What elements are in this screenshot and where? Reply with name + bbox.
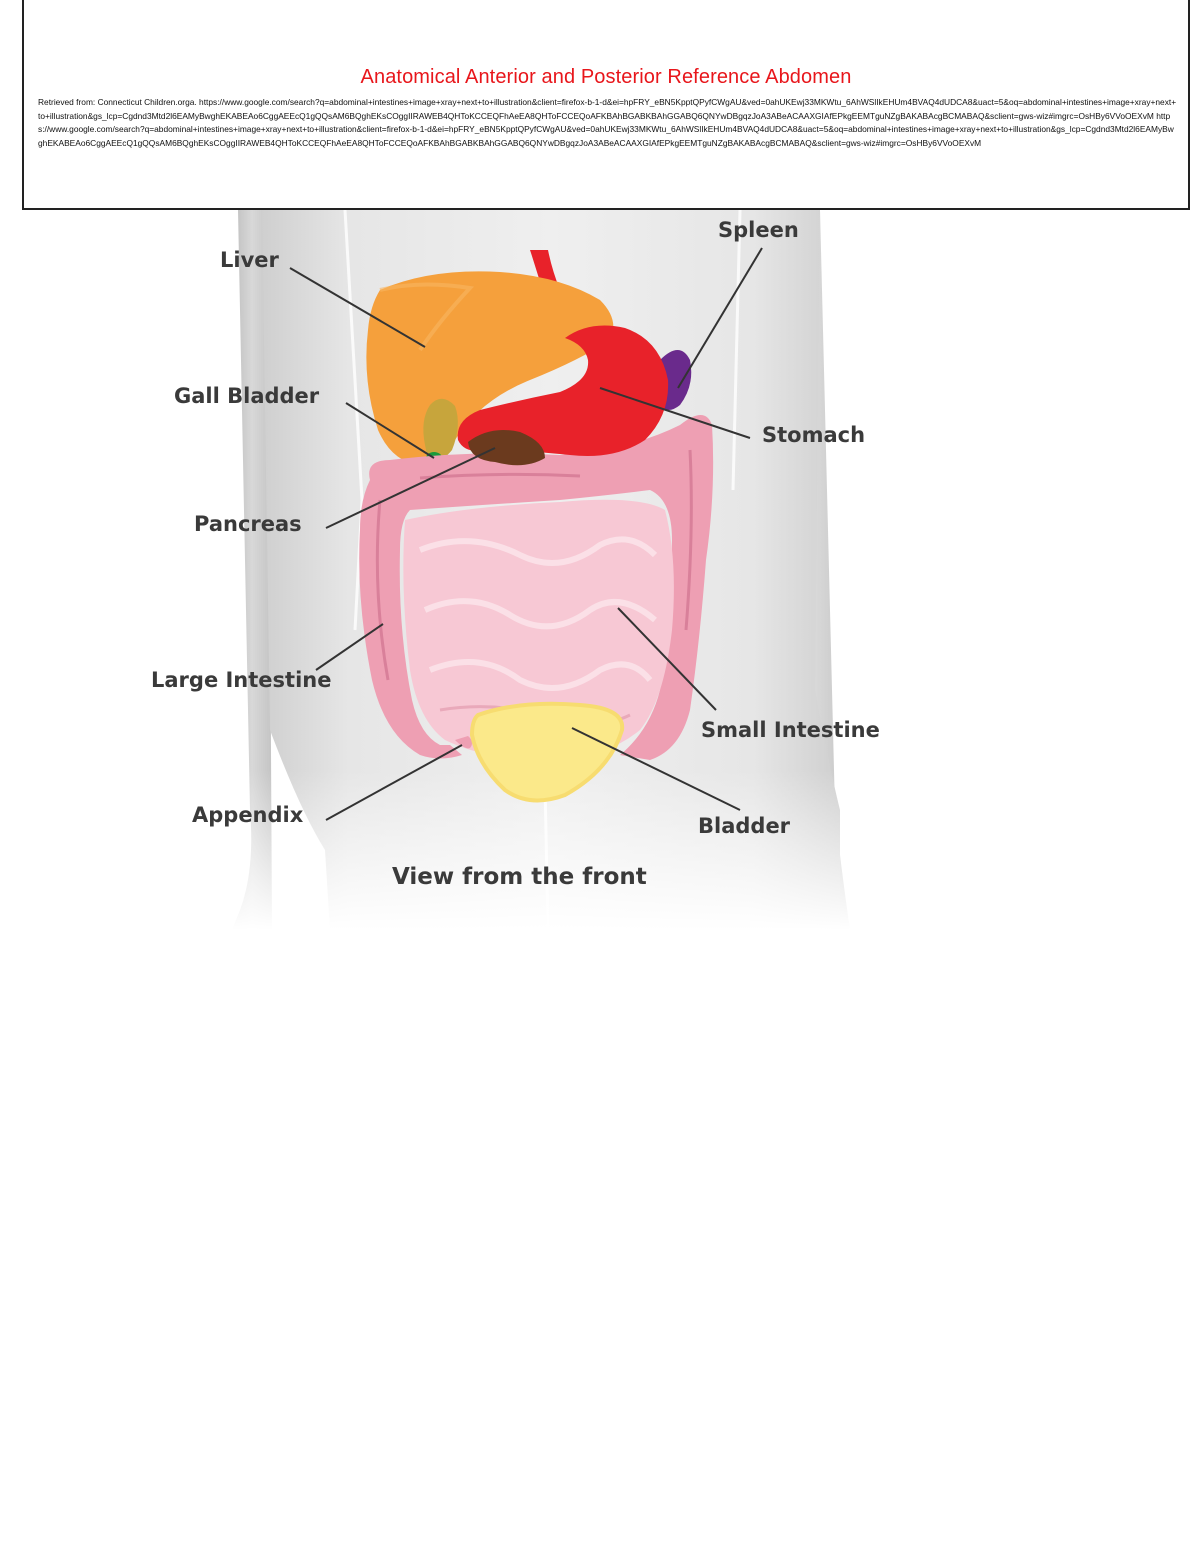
document-title: Anatomical Anterior and Posterior Refere…: [360, 66, 852, 88]
stomach: [457, 325, 669, 456]
label-small-intestine: Small Intestine: [701, 718, 880, 742]
abdomen-diagram: [220, 209, 860, 931]
abdomen-illustration: Liver Spleen Gall Bladder Stomach Pancre…: [0, 209, 1000, 931]
figure-caption: View from the front: [392, 864, 647, 890]
label-large-intestine: Large Intestine: [151, 668, 332, 692]
leader-lines: [289, 247, 763, 821]
label-pancreas: Pancreas: [194, 512, 302, 536]
label-stomach: Stomach: [762, 423, 866, 447]
bladder: [469, 701, 625, 803]
citation-text: Retrieved from: Connecticut Children.org…: [38, 97, 1177, 148]
large-intestine: [359, 415, 714, 760]
label-bladder: Bladder: [698, 814, 791, 838]
label-spleen: Spleen: [718, 218, 799, 242]
reference-header-box: Anatomical Anterior and Posterior Refere…: [22, 0, 1190, 210]
label-gall-bladder: Gall Bladder: [174, 384, 320, 408]
gall-bladder: [423, 398, 458, 462]
pancreas: [468, 429, 545, 466]
label-appendix: Appendix: [192, 803, 304, 827]
label-liver: Liver: [220, 248, 279, 272]
appendix: [455, 736, 473, 749]
